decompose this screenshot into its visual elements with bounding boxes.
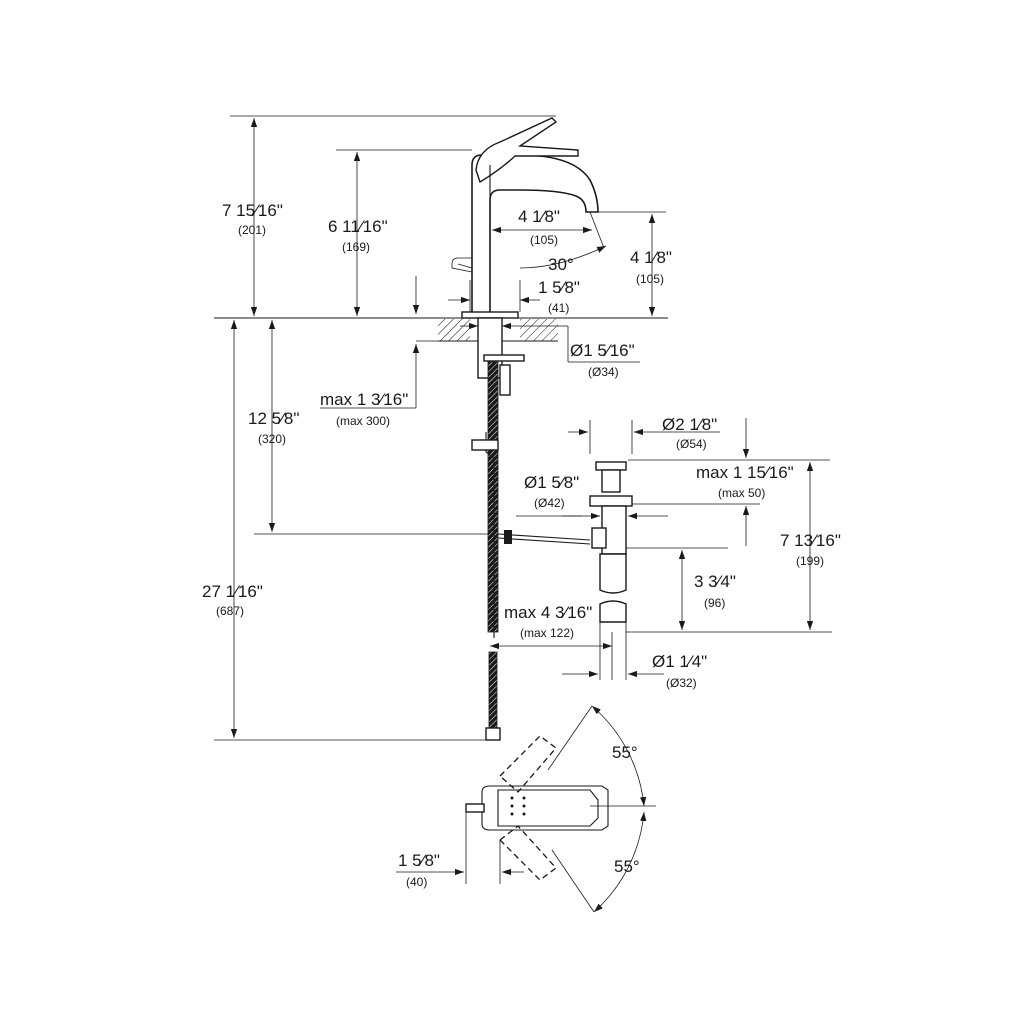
dimension-labels: 7 15⁄16" (201) 6 11⁄16" (169) 4 1⁄8" (10… (202, 201, 841, 889)
hole-diameter-mm: (Ø34) (588, 365, 619, 379)
drain-total-length-inch: 7 13⁄16" (780, 531, 841, 550)
handle-rotated-left (499, 735, 557, 793)
hose-length-inch: 27 1⁄16" (202, 582, 263, 601)
pop-up-rod-max-inch: max 4 3⁄16" (504, 603, 592, 622)
overall-height-inch: 7 15⁄16" (222, 201, 283, 220)
drain-max-thickness-mm: (max 50) (718, 486, 765, 500)
drain-body-diameter-mm: (Ø42) (534, 496, 565, 510)
supply-depth-mm: (320) (258, 432, 286, 446)
tailpiece-diameter-mm: (Ø32) (666, 676, 697, 690)
spout-outlet-height-mm: (105) (636, 272, 664, 286)
drain-flange-diameter-inch: Ø2 1⁄8" (662, 415, 717, 434)
spout-height-inch: 6 11⁄16" (328, 217, 388, 236)
supply-depth-inch: 12 5⁄8" (248, 409, 299, 428)
spout-outlet-height-inch: 4 1⁄8" (630, 248, 672, 267)
max-deck-thickness-mm: (max 300) (336, 414, 390, 428)
drain-flange-diameter-mm: (Ø54) (676, 437, 707, 451)
faucet-side-view (214, 117, 668, 741)
drain-flange (595, 461, 627, 471)
max-deck-thickness-inch: max 1 3⁄16" (320, 390, 408, 409)
pop-up-rod-max-mm: (max 122) (520, 626, 574, 640)
spout-angle: 30° (548, 255, 574, 274)
spout-reach-inch: 4 1⁄8" (518, 207, 560, 226)
lever-angle-upper: 55° (612, 743, 638, 762)
drain-total-length-mm: (199) (796, 554, 824, 568)
lever-handle (475, 117, 579, 184)
tailpiece-length-mm: (96) (704, 596, 725, 610)
hole-diameter-inch: Ø1 5⁄16" (570, 341, 635, 360)
dimension-lines (214, 115, 832, 884)
overall-height-mm: (201) (238, 223, 266, 237)
spout-reach-mm: (105) (530, 233, 558, 247)
lever-angle-lower: 55° (614, 857, 640, 876)
pop-up-knob (451, 257, 473, 273)
handle-top-view (465, 705, 656, 913)
tailpiece-diameter-inch: Ø1 1⁄4" (652, 652, 707, 671)
tailpiece (599, 553, 627, 594)
drain-max-thickness-inch: max 1 15⁄16" (696, 463, 794, 482)
handle-offset-mm: (40) (406, 875, 427, 889)
base-width-inch: 1 5⁄8" (538, 278, 580, 297)
base-width-mm: (41) (548, 301, 569, 315)
supply-hose (487, 361, 499, 633)
drain-body-diameter-inch: Ø1 5⁄8" (524, 473, 579, 492)
spout-height-mm: (169) (342, 240, 370, 254)
tailpiece-length-inch: 3 3⁄4" (694, 572, 736, 591)
handle-base-top (481, 785, 609, 831)
handle-rotated-right (499, 825, 557, 881)
hose-length-mm: (687) (216, 604, 244, 618)
pop-up-drain (589, 420, 633, 623)
handle-offset-inch: 1 5⁄8" (398, 851, 440, 870)
